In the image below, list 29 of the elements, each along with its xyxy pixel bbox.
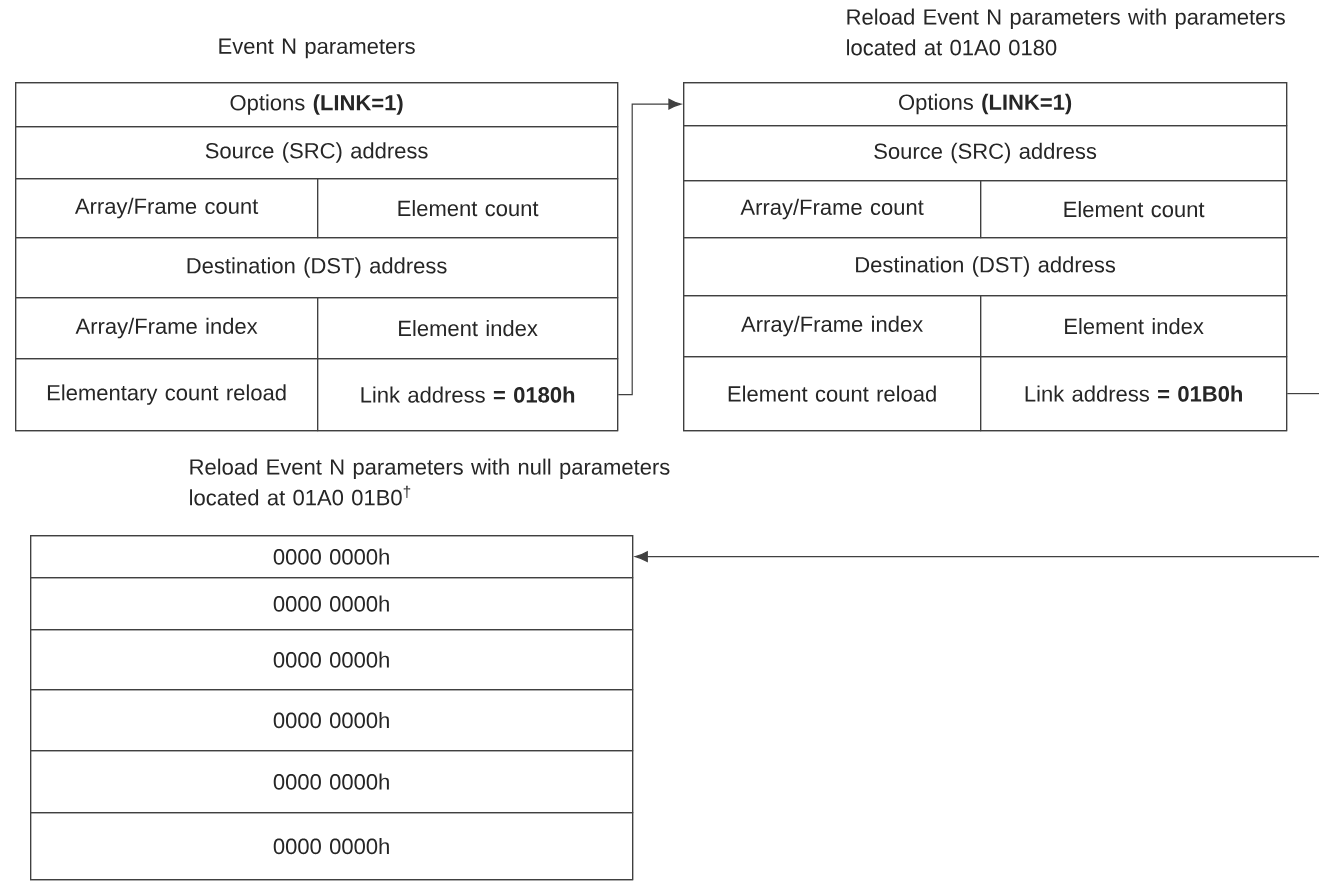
table-cell: 0000 0000h: [30, 577, 634, 631]
table-heading: Reload Event N parameters with null parameters located at 01A0 01B0$^{†}$: [190, 458, 670, 506]
table-cell: Destination (DST) address: [683, 237, 1288, 297]
table-cell: Array/Frame count: [683, 180, 982, 239]
table-cell: Element index: [980, 295, 1288, 358]
table-cell: Array/Frame index: [15, 297, 319, 360]
table-cell: Options (LINK=1): [15, 82, 619, 128]
table-cell: Link address = 0180h: [317, 358, 619, 432]
table-cell: Source (SRC) address: [15, 126, 619, 180]
table-heading: Event N parameters: [219, 38, 415, 59]
table-cell: Source (SRC) address: [683, 125, 1288, 182]
table-cell: Element count: [980, 180, 1288, 239]
table-cell: Element count reload: [683, 356, 982, 432]
table-cell: 0000 0000h: [30, 750, 634, 814]
arrow: [617, 98, 682, 396]
table-cell: Array/Frame count: [15, 178, 319, 239]
table-cell: 0000 0000h: [30, 535, 634, 579]
table-cell: Element index: [317, 297, 619, 360]
table-heading: Reload Event N parameters with parameters located at 01A0 0180: [847, 8, 1285, 56]
table-cell: 0000 0000h: [30, 629, 634, 691]
table-cell: Destination (DST) address: [15, 237, 619, 299]
table-cell: Array/Frame index: [683, 295, 982, 358]
table-cell: 0000 0000h: [30, 812, 634, 881]
table-cell: Link address = 01B0h: [980, 356, 1288, 432]
table-cell: Options (LINK=1): [683, 82, 1288, 127]
table-cell: 0000 0000h: [30, 689, 634, 752]
table-cell: Element count: [317, 178, 619, 239]
table-cell: Elementary count reload: [15, 358, 319, 432]
arrow: [634, 551, 1319, 563]
